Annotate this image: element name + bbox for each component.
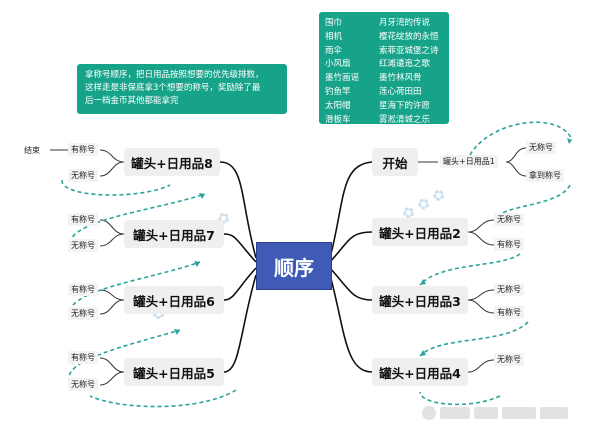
note-line: 这样走是非保底拿3个想要的称号，奖励除了最: [85, 83, 261, 93]
leaf-node: 无称号: [494, 283, 524, 296]
leaf-node: 拿到称号: [526, 169, 564, 182]
list-item: 墨竹画谣 墨竹林风骨: [325, 72, 443, 86]
list-item: 围巾 月牙湾的传说: [325, 17, 443, 31]
branch-node: 罐头+日用品8: [124, 148, 220, 176]
item-name: 相机: [325, 31, 343, 42]
leaf-node: 无称号: [494, 353, 524, 366]
item-title: 莲心荷田田: [379, 86, 422, 97]
list-item: 钓鱼竿 莲心荷田田: [325, 86, 443, 100]
start-sub-node: 罐头+日用品1: [440, 155, 498, 168]
branch-node: 罐头+日用品4: [372, 358, 468, 386]
list-item: 滑板车 雾淞清城之乐: [325, 114, 443, 128]
item-name: 滑板车: [325, 114, 351, 125]
branch-node: 罐头+日用品6: [124, 286, 224, 314]
item-title: 红滩逶迤之歌: [379, 59, 431, 70]
note-line: 拿称号顺序，把日用品按照想要的优先级排数，: [85, 70, 264, 80]
items-title-list: 围巾 月牙湾的传说 相机 樱花绽放的永恒 雨伞 索菲亚城堡之诗 小风扇 红滩逶迤之歌 墨…: [319, 12, 449, 125]
strategy-note: 拿称号顺序，把日用品按照想要的优先级排数， 这样走是非保底拿3个想要的称号，奖励…: [77, 64, 287, 114]
start-node: 开始: [372, 148, 418, 176]
item-title: 樱花绽放的永恒: [379, 31, 439, 42]
blurred-text: [474, 407, 498, 419]
list-item: 小风扇 红滩逶迤之歌: [325, 58, 443, 72]
branch-node: 罐头+日用品7: [124, 220, 224, 248]
item-title: 索菲亚城堡之诗: [379, 45, 439, 56]
item-title: 雾淞清城之乐: [379, 114, 431, 125]
leaf-node: 无称号: [68, 307, 98, 320]
blurred-watermark: [422, 404, 592, 422]
list-item: 雨伞 索菲亚城堡之诗: [325, 45, 443, 59]
leaf-node: 有称号: [494, 238, 524, 251]
item-title: 月牙湾的传说: [379, 18, 431, 28]
item-name: 墨竹画谣: [325, 73, 360, 84]
blurred-logo-icon: [422, 406, 436, 420]
center-node: 顺序: [256, 242, 332, 290]
leaf-node: 有称号: [68, 213, 98, 226]
list-item: 相机 樱花绽放的永恒: [325, 31, 443, 45]
item-name: 围巾: [325, 18, 343, 28]
item-name: 太阳帽: [325, 100, 351, 111]
item-title: 墨竹林风骨: [379, 73, 422, 84]
leaf-node: 无称号: [68, 378, 98, 391]
list-item: 太阳帽 星海下的许愿: [325, 100, 443, 114]
leaf-node: 无称号: [526, 141, 556, 154]
leaf-node: 无称号: [68, 169, 98, 182]
leaf-node: 无称号: [68, 239, 98, 252]
leaf-node: 有称号: [68, 283, 98, 296]
item-name: 雨伞: [325, 45, 343, 56]
branch-node: 罐头+日用品5: [124, 358, 224, 386]
note-line: 后一档金币其他都能拿完: [85, 96, 179, 106]
item-title: 星海下的许愿: [379, 100, 431, 111]
branch-node: 罐头+日用品2: [372, 218, 468, 246]
leaf-node: 有称号: [68, 351, 98, 364]
item-name: 钓鱼竿: [325, 86, 351, 97]
leaf-node: 无称号: [494, 213, 524, 226]
leaf-node: 有称号: [68, 143, 98, 156]
end-node: 结束: [24, 146, 40, 155]
blurred-text: [502, 407, 536, 419]
blurred-text: [540, 407, 568, 419]
blurred-text: [440, 407, 470, 419]
item-name: 小风扇: [325, 59, 351, 70]
leaf-node: 有称号: [494, 306, 524, 319]
branch-node: 罐头+日用品3: [372, 286, 468, 314]
